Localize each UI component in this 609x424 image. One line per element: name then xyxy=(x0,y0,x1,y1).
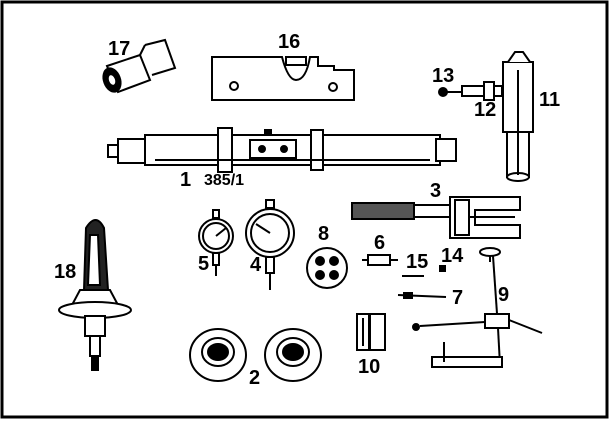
block-tool-10 xyxy=(356,313,386,351)
small-dial-gauge-5 xyxy=(198,209,234,276)
bracket-plate-16 xyxy=(211,56,355,101)
handle-tool-18 xyxy=(58,219,132,371)
label-8: 8 xyxy=(318,223,330,245)
label-4: 4 xyxy=(250,254,262,276)
socket-tool-17 xyxy=(102,38,177,94)
label-1: 1 xyxy=(180,169,192,191)
label-14: 14 xyxy=(441,245,464,267)
label-9: 9 xyxy=(498,284,510,306)
label-15: 15 xyxy=(406,251,429,273)
label-16: 16 xyxy=(278,31,301,53)
small-part-14 xyxy=(439,265,446,272)
rod-tool-7 xyxy=(397,292,447,299)
label-5: 5 xyxy=(198,253,210,275)
label-12: 12 xyxy=(474,99,497,121)
label-6: 6 xyxy=(374,232,386,254)
label-7: 7 xyxy=(452,287,464,309)
dial-stand-9 xyxy=(412,247,543,368)
ring-pair-2 xyxy=(189,328,322,382)
large-dial-gauge-4 xyxy=(245,199,295,290)
label-17: 17 xyxy=(108,38,131,60)
label-385-1: 385/1 xyxy=(204,172,245,189)
puller-tool-3 xyxy=(351,196,521,239)
label-18: 18 xyxy=(54,261,77,283)
label-2: 2 xyxy=(249,367,261,389)
four-hole-disc-8 xyxy=(306,247,348,289)
label-3: 3 xyxy=(430,180,442,202)
label-13: 13 xyxy=(432,65,455,87)
long-bar-tool-1 xyxy=(107,127,457,173)
pin-tool-6 xyxy=(362,254,398,266)
pin-tool-12-13 xyxy=(438,81,503,101)
angled-tool-11 xyxy=(502,51,534,182)
label-10: 10 xyxy=(358,356,381,378)
label-11: 11 xyxy=(539,89,561,111)
